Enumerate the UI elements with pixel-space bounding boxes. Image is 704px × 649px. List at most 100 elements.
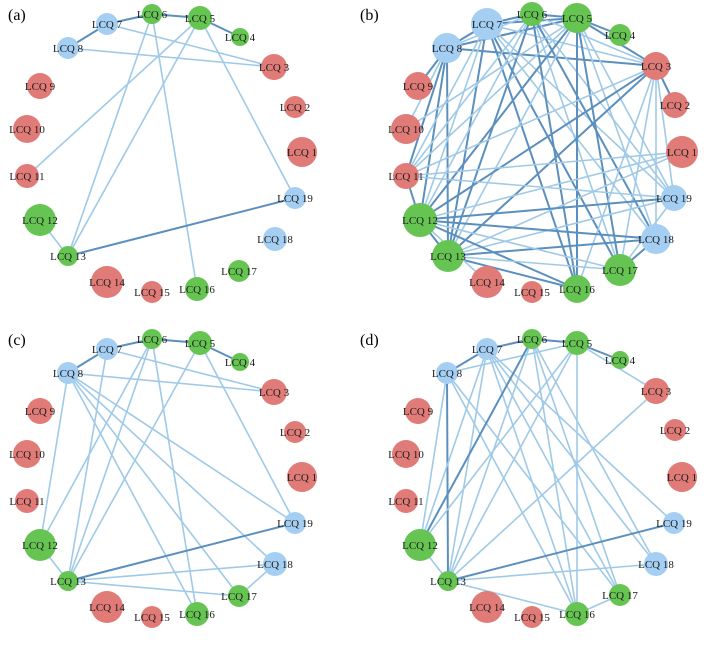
edge-lcq7-lcq13 <box>67 348 108 582</box>
node-lcq3 <box>261 54 287 80</box>
node-lcq5 <box>565 331 589 355</box>
edge-lcq8-lcq11 <box>405 47 448 177</box>
node-lcq15 <box>521 606 543 628</box>
edge-lcq5-lcq19 <box>199 342 296 524</box>
edge-layer <box>39 338 296 615</box>
node-lcq4 <box>231 28 249 46</box>
edge-lcq1-lcq12 <box>419 151 683 221</box>
edge-lcq7-lcq3 <box>106 23 275 68</box>
node-lcq19 <box>284 187 306 209</box>
node-lcq9 <box>27 398 53 424</box>
node-label-lcq19: LCQ 19 <box>656 193 692 205</box>
node-lcq12 <box>403 203 437 237</box>
edge-lcq8-lcq16 <box>446 372 578 615</box>
node-label-lcq4: LCQ 4 <box>225 357 256 369</box>
node-lcq5 <box>188 6 212 30</box>
node-label-lcq5: LCQ 5 <box>562 338 593 350</box>
node-label-lcq6: LCQ 6 <box>517 334 548 346</box>
node-label-lcq16: LCQ 16 <box>559 609 595 621</box>
node-lcq15 <box>521 281 543 303</box>
node-label-lcq3: LCQ 3 <box>259 387 290 399</box>
panel-label: (b) <box>360 7 379 24</box>
node-label-lcq5: LCQ 5 <box>562 13 593 25</box>
node-label-lcq11: LCQ 11 <box>388 496 423 508</box>
node-label-lcq2: LCQ 2 <box>280 102 310 114</box>
node-label-lcq4: LCQ 4 <box>225 32 256 44</box>
node-lcq6 <box>142 329 162 349</box>
edge-lcq8-lcq17 <box>67 372 240 597</box>
edge-lcq8-lcq18 <box>67 372 276 565</box>
node-lcq5 <box>188 331 212 355</box>
edge-lcq5-lcq18 <box>576 17 657 240</box>
node-lcq19 <box>663 512 685 534</box>
edge-lcq7-lcq3 <box>486 23 657 67</box>
edge-lcq3-lcq19 <box>655 65 675 199</box>
node-label-lcq3: LCQ 3 <box>259 62 290 74</box>
node-label-lcq1: LCQ 1 <box>667 147 697 159</box>
edge-lcq6-lcq13 <box>447 338 533 582</box>
node-label-lcq2: LCQ 2 <box>660 425 690 437</box>
node-label-lcq10: LCQ 10 <box>388 449 424 461</box>
node-label-lcq7: LCQ 7 <box>472 344 503 356</box>
node-label-lcq10: LCQ 10 <box>9 124 45 136</box>
node-label-lcq18: LCQ 18 <box>638 234 674 246</box>
node-label-lcq9: LCQ 9 <box>403 81 434 93</box>
node-lcq13 <box>438 571 458 591</box>
edge-lcq7-lcq11 <box>405 23 488 177</box>
edge-lcq6-lcq13 <box>67 13 153 257</box>
node-lcq17 <box>609 584 631 606</box>
node-lcq15 <box>141 606 163 628</box>
node-label-lcq13: LCQ 13 <box>430 251 466 263</box>
node-lcq2 <box>284 421 306 443</box>
node-lcq8 <box>436 362 458 384</box>
edge-lcq5-lcq10 <box>405 17 578 130</box>
node-lcq18 <box>263 552 287 576</box>
edge-lcq6-lcq11 <box>405 13 533 177</box>
node-label-lcq12: LCQ 12 <box>22 540 58 552</box>
node-lcq1 <box>666 136 698 168</box>
node-label-lcq17: LCQ 17 <box>221 591 257 603</box>
node-lcq12 <box>24 529 56 561</box>
edge-lcq6-lcq18 <box>531 338 657 565</box>
node-lcq8 <box>57 37 79 59</box>
node-lcq7 <box>476 338 498 360</box>
edge-lcq5-lcq11 <box>26 17 201 177</box>
node-label-lcq16: LCQ 16 <box>179 609 215 621</box>
node-lcq9 <box>404 72 432 100</box>
node-lcq6 <box>522 329 542 349</box>
edge-layer <box>405 13 683 290</box>
node-lcq6 <box>520 2 544 26</box>
node-lcq10 <box>13 440 41 468</box>
node-label-lcq1: LCQ 1 <box>287 147 317 159</box>
node-lcq11 <box>394 489 418 513</box>
edge-lcq13-lcq19 <box>67 197 296 257</box>
node-label-lcq4: LCQ 4 <box>605 30 636 42</box>
node-lcq10 <box>392 440 420 468</box>
edge-lcq6-lcq13 <box>67 338 153 582</box>
node-label-lcq1: LCQ 1 <box>667 472 697 484</box>
node-label-lcq2: LCQ 2 <box>660 100 690 112</box>
panel-label: (d) <box>360 332 379 349</box>
node-lcq3 <box>642 52 670 80</box>
node-label-lcq6: LCQ 6 <box>137 9 168 21</box>
node-lcq5 <box>562 3 592 33</box>
node-lcq10 <box>391 114 421 144</box>
edge-lcq18-lcq12 <box>419 219 657 240</box>
edge-lcq5-lcq17 <box>576 17 621 271</box>
node-label-lcq10: LCQ 10 <box>388 124 424 136</box>
node-label-lcq17: LCQ 17 <box>221 266 257 278</box>
edge-lcq19-lcq13 <box>447 197 675 257</box>
edge-lcq8-lcq16 <box>67 372 198 615</box>
node-label-lcq6: LCQ 6 <box>517 9 548 21</box>
node-lcq9 <box>405 398 431 424</box>
edge-lcq8-lcq3 <box>67 372 275 393</box>
node-label-lcq19: LCQ 19 <box>656 518 692 530</box>
node-label-lcq12: LCQ 12 <box>402 215 438 227</box>
node-lcq16 <box>185 602 209 626</box>
